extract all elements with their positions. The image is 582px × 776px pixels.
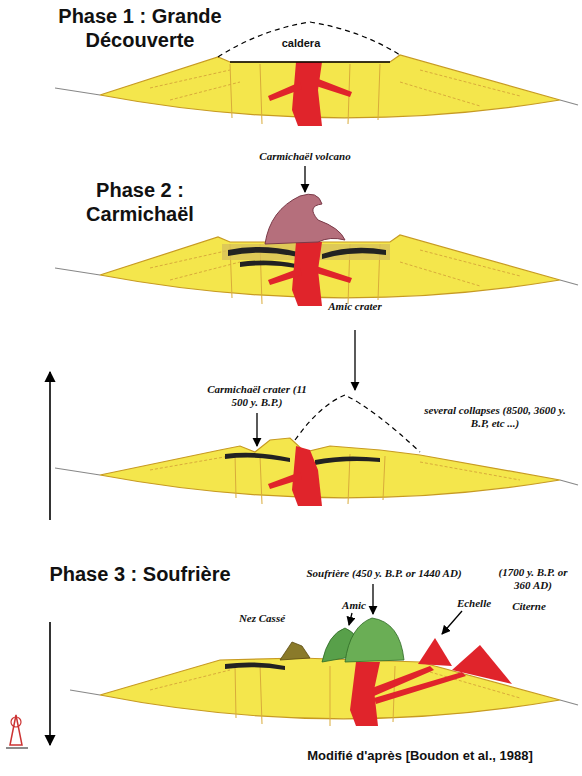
phase-title: Phase 3 : Soufrière	[40, 562, 240, 586]
crater-label: Amic crater	[322, 300, 388, 313]
section-soufriere	[70, 618, 578, 726]
dome-label: Citerne	[504, 600, 554, 613]
dome-label: Amic	[334, 599, 374, 612]
collapse-note: several collapses (8500, 3600 y. B.P, et…	[420, 404, 570, 430]
phase-title: Phase 1 : Grande Découverte	[40, 4, 240, 52]
logo-mark	[6, 715, 28, 748]
caldera-label: caldera	[276, 37, 326, 50]
crater-label: Carmichaël crater (11 500 y. B.P.)	[200, 383, 314, 409]
dome-label: Echelle	[450, 597, 498, 610]
date-note: (1700 y. B.P. or 360 AD)	[490, 566, 576, 592]
dome-label: Nez Cassé	[236, 612, 288, 625]
dome-label: Soufrière (450 y. B.P. or 1440 AD)	[280, 567, 488, 580]
section-collapses	[55, 395, 578, 506]
volcano-label: Carmichaël volcano	[225, 150, 385, 163]
source-caption: Modifié d'après [Boudon et al., 1988]	[262, 748, 578, 764]
phase-title: Phase 2 : Carmichaël	[40, 178, 240, 226]
